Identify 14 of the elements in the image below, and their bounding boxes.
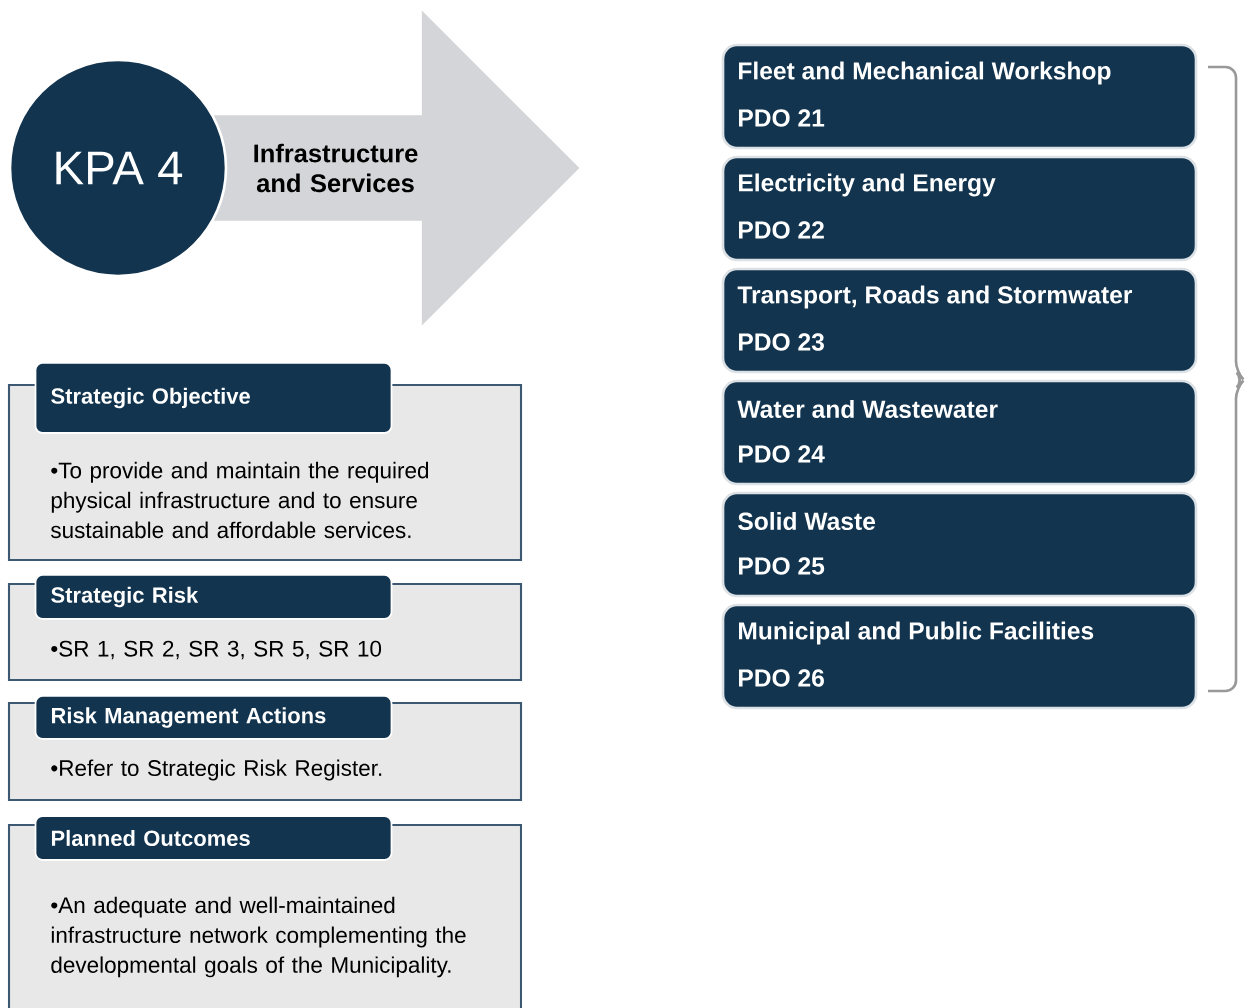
outcome-box: Municipal and Public Facilities PDO 26: [721, 603, 1198, 710]
heading-tab: Risk Management Actions: [34, 695, 393, 740]
bullet-text: •SR 1, SR 2, SR 3, SR 5, SR 10: [51, 640, 382, 660]
outcome-box: Electricity and Energy PDO 22: [721, 155, 1198, 262]
outcome-box: Fleet and Mechanical Workshop PDO 21: [721, 43, 1198, 150]
bullet-text: •To provide and maintain the required physical infrastructure and to ensure sustainable and affordable services.: [51, 461, 429, 539]
outcome-box: Water and Wastewater PDO 24: [721, 379, 1198, 486]
heading-tab: Strategic Objective: [34, 362, 393, 434]
bullet-text: •An adequate and well-maintained infrastructure network complementing the developmental goals of the Municipality.: [51, 896, 466, 978]
outcome-box: Transport, Roads and Stormwater PDO 23: [721, 267, 1198, 374]
heading-tab: Planned Outcomes: [34, 815, 393, 861]
bullet-text: •Refer to Strategic Risk Register.: [51, 759, 382, 781]
heading-tab: Strategic Risk: [34, 574, 393, 620]
outcome-box: Solid Waste PDO 25: [721, 491, 1198, 598]
